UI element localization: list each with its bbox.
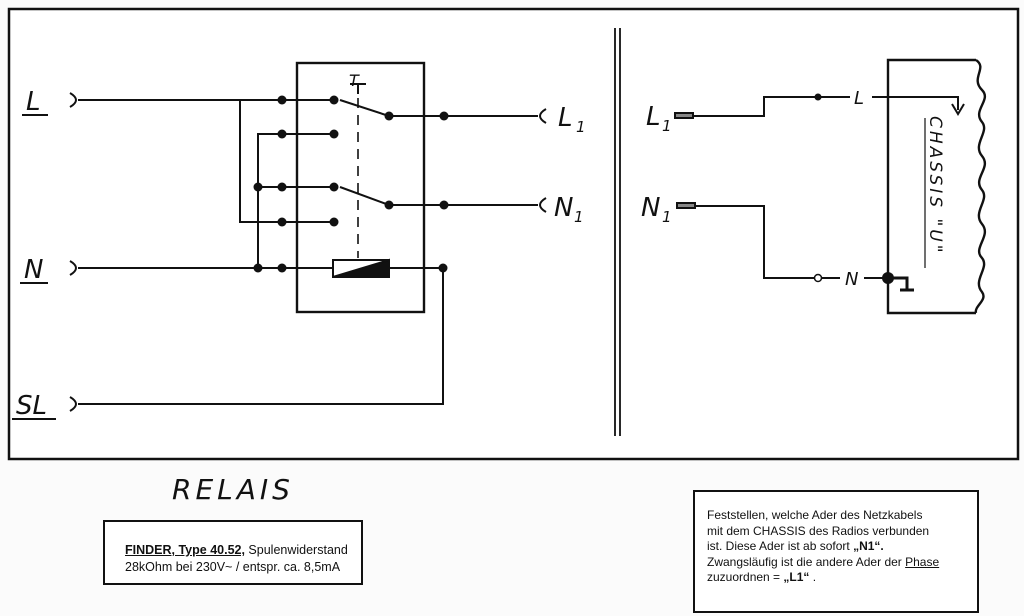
chassis-circuit [674,58,987,315]
diagram-frame [7,7,1020,461]
relay-circuit [69,61,547,412]
instruction-note-text: Feststellen, welche Ader des Netzkabels … [707,508,939,586]
switch-2-blade [339,186,390,206]
note-n1: „N1“. [853,539,884,553]
label-lead-N1-sub: 1 [662,208,672,226]
wire-SL [78,267,444,405]
coil-hatch [332,258,390,278]
bus-N [257,133,335,268]
switch-marker-label: T [349,71,360,90]
note-line1: Feststellen, welche Ader des Netzkabels [707,508,923,522]
output-L1-hook [539,108,547,124]
chassis-dots [813,93,894,284]
instruction-note-box: Feststellen, welche Ader des Netzkabels … [693,490,979,613]
chassis-outline [886,58,987,315]
label-lead-L1-sub: 1 [662,117,672,135]
terminal-SL-hook [69,396,77,412]
relay-spec-line1: Spulenwiderstand [244,543,348,557]
label-chassis-N: N [845,269,858,290]
switch-1-blade [339,99,390,117]
chassis-arrow [951,103,965,116]
note-line5-end: . [809,570,817,584]
relay-spec-text: FINDER, Type 40.52, Spulenwiderstand 28k… [125,542,348,576]
terminal-N-hook [69,260,77,276]
label-N1-sub: 1 [574,208,584,226]
label-L1: L [558,103,573,133]
wire-L-chassis [872,96,959,110]
output-N1-hook [539,197,547,213]
terminal-L-hook [69,92,77,108]
bus-L [239,100,335,223]
ground-symbol [892,276,914,292]
note-phase: Phase [905,554,940,569]
note-line5: zuzuordnen = [707,570,784,584]
note-line2: mit dem CHASSIS des Radios verbunden [707,523,930,538]
label-L1-sub: 1 [576,118,586,136]
note-line3: ist. Diese Ader ist ab sofort [707,539,854,553]
note-line4: Zwangsläufig ist die andere Ader der [707,554,906,569]
wire-N1-lead [695,205,840,279]
label-chassis-L: L [854,88,864,109]
note-l1: „L1“ [783,570,810,584]
relay-spec-line2: 28kOhm bei 230V~ / entspr. ca. 8,5mA [125,560,341,574]
relay-model: FINDER, Type 40.52, [125,543,245,557]
label-L: L [26,87,41,117]
lead-L1-plug [674,112,694,119]
label-N1: N [554,193,573,223]
diagram-title: RELAIS [172,473,294,506]
switch-marker-bar [350,83,366,94]
label-lead-N1: N [641,193,660,223]
label-N: N [24,255,43,285]
junction-dots [253,95,449,273]
label-SL: SL [16,391,47,421]
relay-spec-box: FINDER, Type 40.52, Spulenwiderstand 28k… [103,520,363,585]
wire-L1-lead [693,96,850,117]
lead-N1-plug [676,202,696,209]
label-lead-L1: L [646,102,661,132]
chassis-label: CHASSIS "U" [925,116,945,256]
